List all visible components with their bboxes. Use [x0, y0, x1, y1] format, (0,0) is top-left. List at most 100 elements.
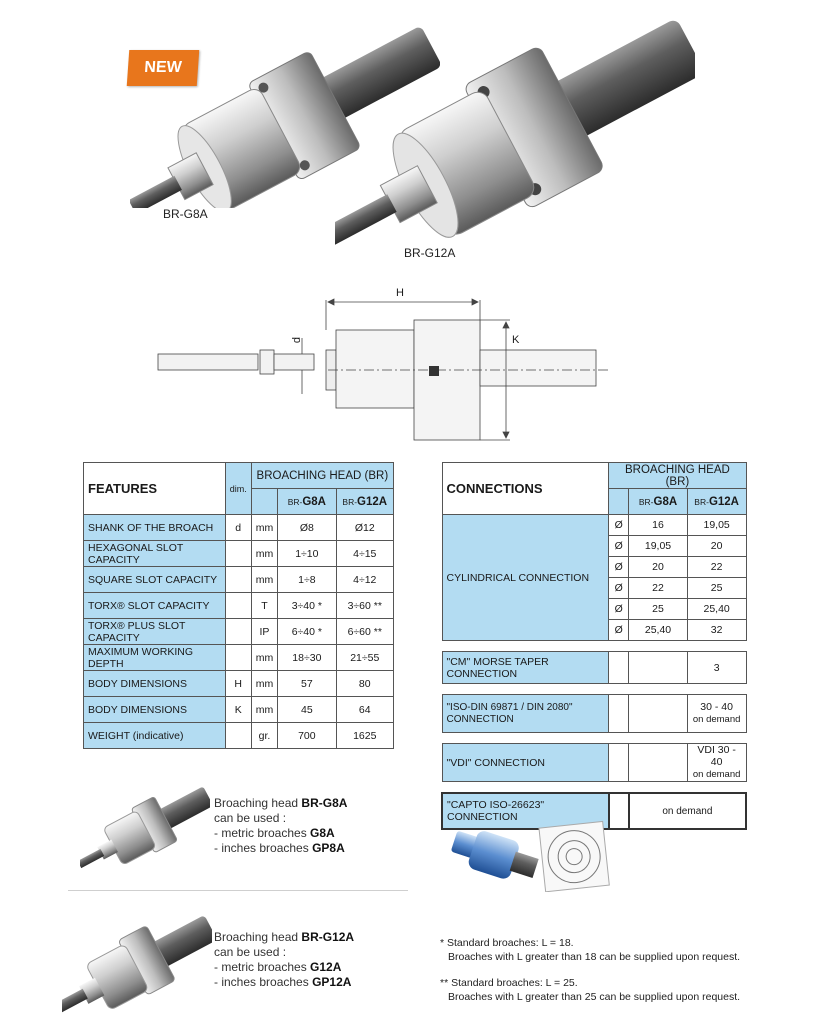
conn-model-header-g8a: BR-G8A	[628, 488, 688, 515]
cyl-g8a-value: 25	[628, 598, 688, 620]
feature-label: MAXIMUM WORKING DEPTH	[83, 644, 226, 671]
br-g8a-product-image	[130, 27, 440, 208]
feature-g12a-value: 4÷12	[335, 566, 395, 593]
note-2-body: Broaches with L greater than 25 can be s…	[448, 991, 741, 1003]
note-1-title: * Standard broaches: L = 18.	[440, 937, 574, 949]
feature-label: BODY DIMENSIONS	[83, 670, 226, 697]
cyl-g12a-value: 20	[686, 535, 747, 557]
dim-label-k: K	[512, 334, 520, 346]
feature-dim	[224, 566, 252, 593]
feature-g8a-value: 45	[277, 696, 337, 723]
cyl-g12a-value: 25,40	[686, 598, 747, 620]
feature-g12a-value: Ø12	[335, 514, 395, 541]
feature-dim: H	[224, 670, 252, 697]
feature-unit: IP	[250, 618, 279, 645]
features-title: FEATURES	[83, 462, 226, 515]
feature-g12a-value: 1625	[335, 722, 395, 749]
dim-label-d: d	[291, 336, 304, 344]
feature-g8a-value: 1÷8	[277, 566, 337, 593]
feature-dim	[224, 644, 252, 671]
features-table: FEATURES dim. BROACHING HEAD (BR) BR-G8A…	[83, 462, 395, 749]
feature-g8a-value: Ø8	[277, 514, 337, 541]
diameter-symbol: Ø	[608, 556, 630, 578]
cyl-g8a-value: 19,05	[628, 535, 688, 557]
note-1-body: Broaches with L greater than 18 can be s…	[448, 951, 741, 963]
diameter-symbol: Ø	[608, 619, 630, 641]
note-2-title: ** Standard broaches: L = 25.	[440, 977, 578, 989]
feature-unit: mm	[250, 644, 279, 671]
conn-model-header-g12a: BR-G12A	[686, 488, 747, 515]
feature-g8a-value: 57	[277, 670, 337, 697]
br-g8a-caption: BR-G8A	[163, 207, 208, 221]
capto-value: on demand	[627, 792, 748, 830]
feature-dim: K	[224, 696, 252, 723]
feature-g8a-value: 1÷10	[277, 540, 337, 567]
connections-table: CONNECTIONS BROACHING HEAD (BR) BR-G8A B…	[441, 462, 748, 830]
feature-dim	[224, 722, 252, 749]
feature-g8a-value: 3÷40 *	[277, 592, 337, 619]
feature-label: HEXAGONAL SLOT CAPACITY	[83, 540, 226, 567]
model-header-g12a: BR-G12A	[335, 488, 395, 515]
cm-g8a-value	[628, 651, 688, 684]
feature-unit: mm	[250, 670, 279, 697]
feature-dim: d	[224, 514, 252, 541]
cyl-g8a-value: 22	[628, 577, 688, 599]
feature-unit: T	[250, 592, 279, 619]
feature-unit: mm	[250, 540, 279, 567]
usage-g8a-text: Broaching head BR-G8A can be used : - me…	[214, 796, 348, 855]
feature-dim	[224, 618, 252, 645]
feature-g8a-value: 700	[277, 722, 337, 749]
feature-unit: mm	[250, 514, 279, 541]
vdi-connection-label: "VDI" CONNECTION	[441, 743, 610, 782]
capto-illustration	[451, 820, 610, 892]
br-g12a-product-image	[335, 20, 695, 246]
feature-label: TORX® PLUS SLOT CAPACITY	[83, 618, 226, 645]
feature-label: WEIGHT (indicative)	[83, 722, 226, 749]
cyl-g12a-value: 19,05	[686, 514, 747, 536]
feature-g12a-value: 4÷15	[335, 540, 395, 567]
feature-g12a-value: 80	[335, 670, 395, 697]
cylindrical-connection-label: CYLINDRICAL CONNECTION	[441, 514, 610, 641]
diameter-symbol: Ø	[608, 514, 630, 536]
feature-dim	[224, 540, 252, 567]
feature-label: SQUARE SLOT CAPACITY	[83, 566, 226, 593]
cm-connection-label: "CM" MORSE TAPER CONNECTION	[441, 651, 610, 684]
feature-g8a-value: 6÷40 *	[277, 618, 337, 645]
diameter-symbol: Ø	[608, 535, 630, 557]
dim-label-h: H	[396, 287, 404, 299]
cyl-g8a-value: 20	[628, 556, 688, 578]
cyl-g8a-value: 16	[628, 514, 688, 536]
dim-header: dim.	[224, 462, 252, 515]
br-g12a-caption: BR-G12A	[404, 246, 456, 260]
feature-g12a-value: 64	[335, 696, 395, 723]
feature-unit: gr.	[250, 722, 279, 749]
connections-group-header: BROACHING HEAD (BR)	[608, 462, 747, 489]
diameter-symbol: Ø	[608, 577, 630, 599]
cyl-g12a-value: 25	[686, 577, 747, 599]
divider	[68, 890, 408, 891]
iso-connection-label: "ISO-DIN 69871 / DIN 2080"CONNECTION	[441, 694, 610, 733]
feature-unit: mm	[250, 566, 279, 593]
feature-g8a-value: 18÷30	[277, 644, 337, 671]
feature-g12a-value: 6÷60 **	[335, 618, 395, 645]
usage-g12a-text: Broaching head BR-G12A can be used : - m…	[214, 930, 355, 989]
connections-title: CONNECTIONS	[441, 462, 610, 515]
cyl-g8a-value: 25,40	[628, 619, 688, 641]
feature-unit: mm	[250, 696, 279, 723]
feature-g12a-value: 21÷55	[335, 644, 395, 671]
feature-label: TORX® SLOT CAPACITY	[83, 592, 226, 619]
